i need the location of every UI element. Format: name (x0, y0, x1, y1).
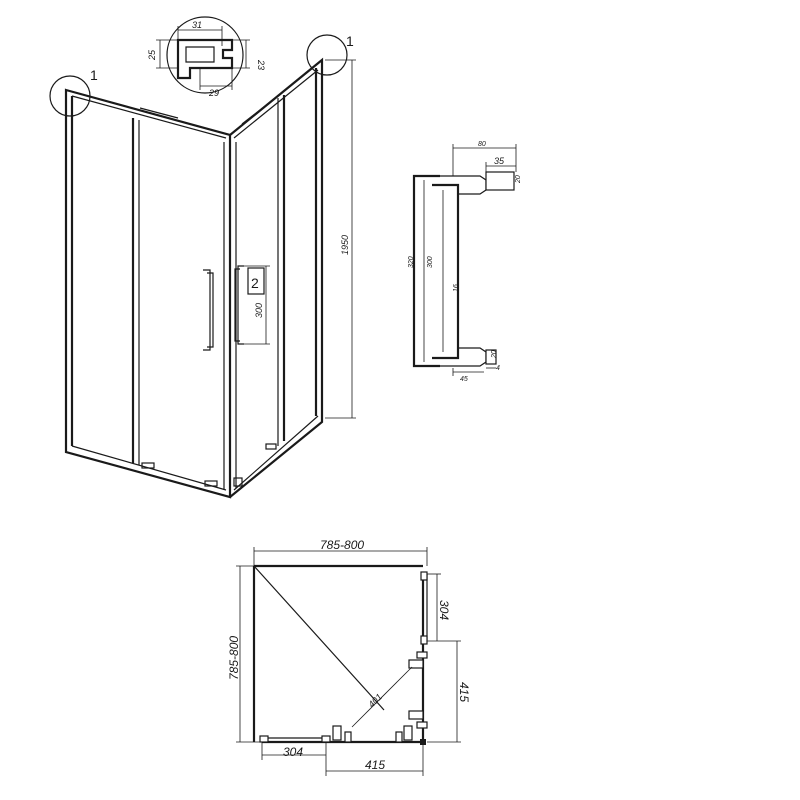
handle-dim-inner: 16 (453, 284, 460, 292)
handle-dim-plate: 4 (496, 365, 500, 372)
plan-front-fixed-dim: 304 (283, 745, 303, 759)
profile-dim-bottom: 29 (208, 88, 219, 98)
plan-side-bracket (420, 635, 428, 645)
side-bottom-roller (265, 443, 277, 450)
handle-ref-box (247, 267, 265, 295)
plan-side-handle (408, 710, 424, 720)
callout-label-right: 1 (346, 33, 354, 49)
front-door-handle-outer (207, 272, 214, 348)
side-top-rail (233, 69, 319, 139)
plan-front-opening-dim: 415 (365, 758, 385, 772)
profile-inner (185, 46, 215, 63)
side-bottom-roller (233, 477, 243, 487)
side-rail-tab (241, 92, 283, 125)
handle-outer-profile (412, 174, 440, 368)
handle-dim-depth: 80 (478, 141, 486, 148)
handle-dim-bottom-block: 20 (491, 350, 498, 359)
plan-depth-dim: 785-800 (227, 636, 241, 680)
enclosure-view: 1 1 2 (49, 33, 356, 499)
plan-side-fixed-dim: 304 (437, 600, 451, 620)
plan-front-stop (344, 731, 352, 743)
front-bottom-roller (204, 480, 218, 487)
side-door-handle-outer (234, 268, 240, 342)
detail-callout-right (306, 34, 348, 76)
front-panel-frame (64, 88, 232, 499)
profile-detail: 31 25 23 29 (147, 16, 266, 98)
plan-front-handle (332, 725, 342, 741)
callout-label-left: 1 (90, 67, 98, 83)
front-door-handle (203, 269, 211, 351)
handle-dim-centers: 300 (427, 256, 434, 268)
plan-side-opening-dim: 415 (457, 682, 471, 702)
plan-front-stop (395, 731, 403, 743)
handle-length-dim: 300 (254, 303, 264, 318)
handle-detail: 80 35 20 20 320 300 16 45 4 (408, 141, 522, 383)
front-bottom-roller (141, 462, 155, 469)
plan-front-handle (403, 725, 413, 741)
plan-side-stop (416, 721, 428, 729)
plan-side-stop (416, 651, 428, 659)
plan-front-bracket (321, 735, 331, 743)
detail-circle (166, 16, 244, 94)
profile-dim-right: 23 (256, 59, 266, 70)
front-top-rail (71, 95, 227, 139)
enclosure-height-dim: 1950 (340, 235, 350, 255)
plan-front-bracket (259, 735, 269, 743)
handle-top-mount (485, 171, 515, 191)
plan-diagonal (253, 565, 385, 711)
front-rail-tab (139, 107, 179, 119)
plan-width-dim: 785-800 (320, 538, 364, 552)
handle-bottom-mount (485, 349, 497, 365)
handle-dim-top-block: 20 (515, 175, 522, 184)
side-door-handle (237, 265, 244, 345)
handle-dim-base: 45 (460, 376, 468, 383)
plan-side-handle (408, 659, 424, 669)
side-panel-frame (229, 57, 324, 498)
plan-view: 785-800 785-800 401 (227, 538, 471, 776)
handle-inner-profile (432, 183, 460, 360)
side-bottom-rail (233, 415, 319, 491)
handle-dim-mount: 35 (494, 156, 505, 166)
handle-ref-label: 2 (251, 275, 259, 291)
plan-diagonal-dim (351, 666, 413, 728)
plan-side-bracket (420, 571, 428, 581)
handle-dim-overall: 320 (408, 256, 415, 268)
profile-dim-left: 25 (147, 49, 157, 61)
profile-section (176, 38, 234, 80)
profile-dim-top: 31 (192, 20, 202, 30)
